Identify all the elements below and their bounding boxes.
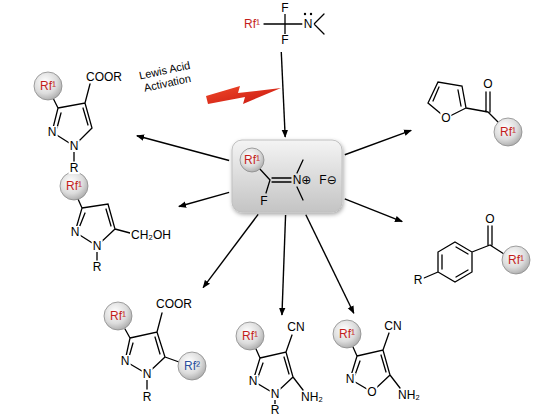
substituent-label: Rf¹ <box>109 310 127 322</box>
reaction-arrow <box>306 215 354 314</box>
atom-label: COOR <box>155 298 193 310</box>
group-sphere <box>178 352 206 380</box>
substituent-label: Rf¹ <box>65 180 83 192</box>
pyrazole-ester-2: COOR Rf¹ NN Rf² R <box>98 290 216 408</box>
atom-label: O <box>482 78 493 90</box>
atom-label: R <box>270 404 281 416</box>
substituent-label: Rf¹ <box>499 126 517 138</box>
atom-label: N <box>120 355 131 367</box>
atom-label: R <box>92 261 103 273</box>
atom-label: R <box>142 391 153 403</box>
lightning-bolt <box>206 86 281 104</box>
benzene-bonds <box>424 226 504 282</box>
reaction-arrow <box>203 214 258 287</box>
atom-label: NH₂ <box>397 389 421 401</box>
reagent-bonds <box>264 13 324 35</box>
bonds <box>52 13 504 404</box>
reaction-arrow <box>281 52 285 137</box>
atom-label: N⊕ <box>292 174 313 186</box>
pyrazole-methanol: Rf¹ NN CH₂OH R <box>58 172 176 276</box>
atom-label: CN <box>383 320 402 332</box>
reaction-arrow <box>282 215 286 315</box>
group-sphere <box>502 246 530 274</box>
substituent-label: Rf¹ <box>338 328 356 340</box>
annotation-label: Lewis Acid Activation <box>126 56 206 97</box>
atom-label: N <box>92 240 103 252</box>
atom-label: N <box>345 373 356 385</box>
iminium-box: Rf¹ F N⊕ F⊖ <box>232 140 342 212</box>
atom-label: N <box>69 140 80 152</box>
furyl-ketone: O O Rf¹ <box>414 66 530 150</box>
atom-label: CH₂OH <box>130 229 172 241</box>
atom-label: O <box>484 213 495 225</box>
reagent: Rf¹ F N F <box>232 0 328 49</box>
substituent-label: Rf¹ <box>243 154 261 166</box>
substituent-label: Rf¹ <box>241 330 259 342</box>
reaction-arrow <box>345 199 402 222</box>
atom-label: F <box>259 195 268 207</box>
atom-label: N <box>303 18 314 30</box>
group-sphere <box>60 172 88 200</box>
substituent-label: Rf¹ <box>507 254 525 266</box>
group-spheres <box>34 72 530 380</box>
lone-pair <box>304 13 306 15</box>
intermediate-box <box>232 140 342 212</box>
group-sphere <box>236 322 264 350</box>
group-sphere <box>494 118 522 146</box>
atom-label: N <box>142 368 153 380</box>
reaction-arrow <box>137 136 229 161</box>
group-sphere <box>333 320 361 348</box>
atom-label: N <box>70 226 81 238</box>
aryl-ketone: O R Rf¹ <box>405 206 533 290</box>
atom-label: F <box>280 34 289 46</box>
atom-label: F <box>280 2 289 14</box>
lone-pair <box>310 13 312 15</box>
atom-label: N <box>248 375 259 387</box>
atom-label: R <box>413 274 424 286</box>
pyrazole-bonds <box>125 313 179 389</box>
pyrazole-bonds <box>75 199 130 260</box>
pyrazole-ester: Rf¹COORNNR <box>34 66 134 177</box>
substituent-label: Rf² <box>183 360 201 372</box>
atom-label: O <box>366 386 377 398</box>
substituent-label: Rf¹ <box>39 80 57 92</box>
atom-label: N <box>47 126 58 138</box>
group-sphere <box>240 148 264 172</box>
atom-label: O <box>440 112 451 124</box>
atom-label: F⊖ <box>318 174 337 186</box>
aminopyrazole: Rf¹ CN NN NH₂ R <box>232 318 328 419</box>
aminoisoxazole: Rf¹ CN NO NH₂ <box>330 316 424 406</box>
reaction-arrow <box>345 130 411 154</box>
substituent-label: Rf¹ <box>243 18 261 30</box>
group-sphere <box>34 72 62 100</box>
reaction-arrow <box>179 192 229 206</box>
group-sphere <box>104 302 132 330</box>
atom-label: COOR <box>85 71 123 83</box>
atom-label: R <box>69 162 80 174</box>
atom-label: N <box>270 388 281 400</box>
atom-label: CN <box>286 321 305 333</box>
atom-label: NH₂ <box>300 391 324 403</box>
